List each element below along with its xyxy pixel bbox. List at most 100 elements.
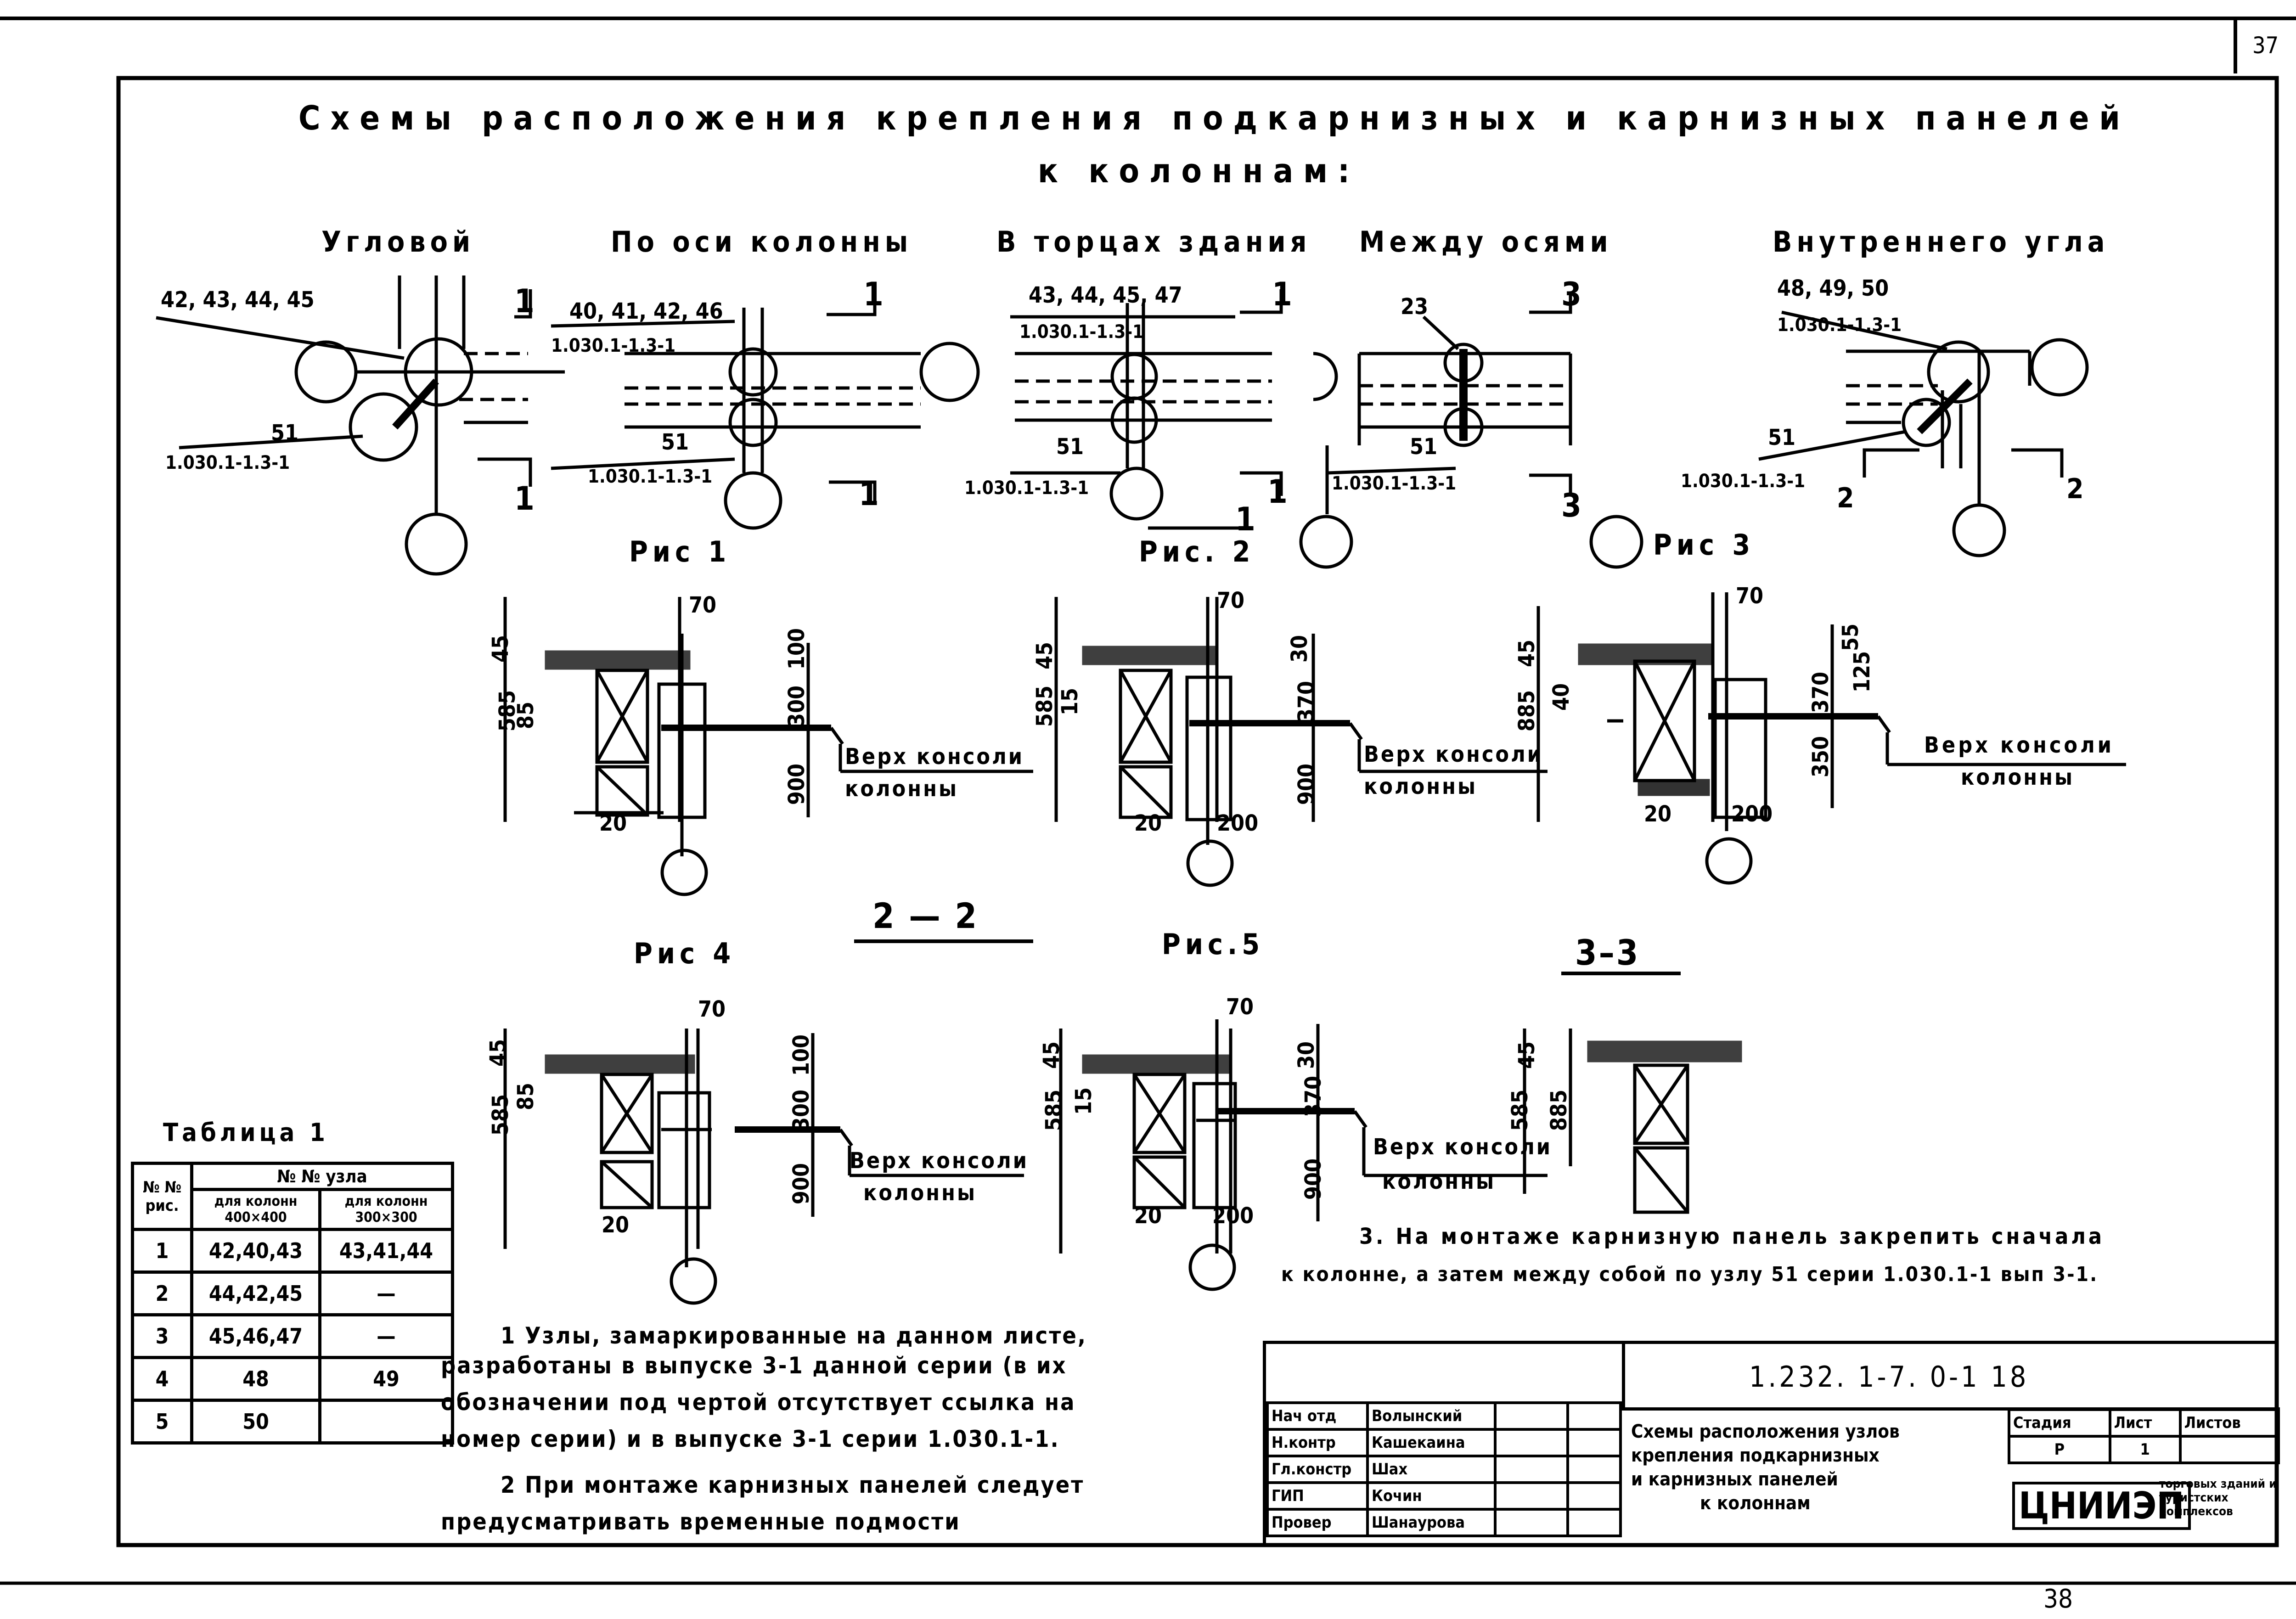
figure-label-1: Рис 1 [629,535,731,568]
stamp-desc: Схемы расположения узлов крепления подка… [1631,1420,1900,1515]
dimension: 55 [1838,623,1864,652]
table-cell: 45,46,47 [190,1313,321,1359]
table-cell: 4 [131,1356,193,1402]
stamp-value [2178,1435,2280,1464]
stamp-signature [1494,1401,1569,1431]
stamp-role: Нач отд [1266,1401,1369,1431]
stamp-date [1566,1455,1622,1484]
stamp-name: Шанаурова [1366,1508,1497,1537]
dimension: 85 [513,701,539,730]
dimension: 70 [689,592,717,618]
note-line: номер серии) и в выпуске 3-1 серии 1.030… [441,1426,1060,1452]
table-cell [318,1399,454,1445]
section-title-2-2: 2 — 2 [872,895,979,936]
table-row: 3 45,46,47 — [131,1313,454,1359]
plan-column-axis [551,289,980,530]
stamp-name: Кочин [1366,1481,1497,1511]
level-label: Верх консоли [850,1148,1029,1174]
column-axis-circle [405,512,468,576]
table-row: 2 44,42,45 — [131,1270,454,1316]
plan-corner [156,275,565,576]
dimension: 350 [1808,736,1834,778]
nodes-table: № № рис. № № узла для колонн 400×400 для… [131,1162,454,1445]
dimension: 20 [1134,810,1162,836]
dimension: 45 [1032,641,1058,670]
marks-bottom: 51 [1768,425,1796,450]
series-bottom: 1.030.1-1.3-1 [165,452,290,473]
level-label: Верх консоли [845,744,1024,770]
note-3-line: 3. На монтаже карнизную панель закрепить… [1359,1224,2105,1249]
dimension: 85 [513,1082,539,1111]
stamp-role: ГИП [1266,1481,1369,1511]
plan-building-ends [1010,289,1338,530]
dimension: 885 [1514,690,1540,732]
dimension: 45 [1514,1041,1540,1069]
stamp-desc-line: к колоннам [1700,1493,1811,1514]
level-label: колонны [1961,765,2075,790]
organization-logo: ЦНИИЭП [2012,1482,2191,1530]
stamp-header: Стадия [2008,1408,2111,1438]
series-top: 1.030.1-1.3-1 [551,335,676,356]
dimension: 20 [602,1212,630,1238]
dimension: 200 [1731,801,1773,827]
stamp-header: Листов [2178,1408,2280,1438]
section-mark: 1 [859,475,879,513]
figure-label-2: Рис. 2 [1139,535,1255,568]
section-mark: 2 [2066,473,2084,505]
section-mark: 1 [1235,500,1255,538]
view-title-inner-corner: Внутреннего угла [1773,225,2110,259]
stamp-role: Провер [1266,1508,1369,1537]
plan-inner-corner [1758,310,2089,557]
stamp-date [1566,1401,1622,1431]
section-mark: 1 [514,480,535,517]
section-mark: 1 [1272,275,1292,313]
stamp-header: Лист [2108,1408,2182,1438]
table-cell: 42,40,43 [190,1228,321,1274]
dimension: 200 [1212,1203,1254,1229]
level-label: колонны [845,776,959,802]
figure-label-3: Рис 3 [1653,528,1755,562]
table-cell: 49 [318,1356,454,1402]
level-label: колонны [1382,1169,1496,1194]
dimension: 370 [1294,680,1320,723]
page-number-bottom: 38 [2043,1584,2073,1614]
stamp-signature [1494,1455,1569,1484]
dimension: 45 [485,1039,512,1067]
dimension: 125 [1849,651,1875,693]
table-header: для колонн 300×300 [318,1188,454,1231]
dimension: 45 [488,635,514,663]
view-title-column-axis: По оси колонны [611,225,913,259]
section-mark: 1 [514,282,535,320]
dimension: 585 [1041,1089,1067,1131]
stamp-role: Н.контр [1266,1428,1369,1457]
stamp-value: 1 [2108,1435,2182,1464]
table-cell: 3 [131,1313,193,1359]
stamp-desc-line: Схемы расположения узлов [1631,1421,1900,1442]
stamp-desc-line: крепления подкарнизных [1631,1445,1880,1466]
column-axis-circle [294,340,358,404]
stamp-date [1566,1508,1622,1537]
dimension: 20 [1134,1203,1162,1229]
dimension: 585 [1507,1089,1533,1131]
marks-bottom: 51 [1410,434,1438,460]
series-bottom: 1.030.1-1.3-1 [1332,473,1457,494]
stamp-date [1566,1481,1622,1511]
marks-top: 43, 44, 45, 47 [1029,282,1182,308]
section-title-3-3: 3–3 [1575,932,1640,973]
note-line: 1 Узлы, замаркированные на данном листе, [501,1322,1087,1349]
stamp-name: Волынский [1366,1401,1497,1431]
marks-top: 48, 49, 50 [1777,275,1889,301]
dimension: 45 [1039,1041,1065,1069]
dimension: 100 [784,628,810,670]
section-mark: 2 [1837,482,1854,514]
dimension: 300 [788,1089,815,1131]
stamp-name: Кашекаина [1366,1428,1497,1457]
dimension: 585 [1032,685,1058,727]
marks-top: 42, 43, 44, 45 [161,287,315,313]
table-cell: 43,41,44 [318,1228,454,1274]
note-line: обозначении под чертой отсутствует ссылк… [441,1389,1076,1416]
table-cell: 1 [131,1228,193,1274]
dimension: 20 [1644,801,1672,827]
section-detail-4 [503,1029,1024,1305]
stamp-signature [1494,1481,1569,1511]
